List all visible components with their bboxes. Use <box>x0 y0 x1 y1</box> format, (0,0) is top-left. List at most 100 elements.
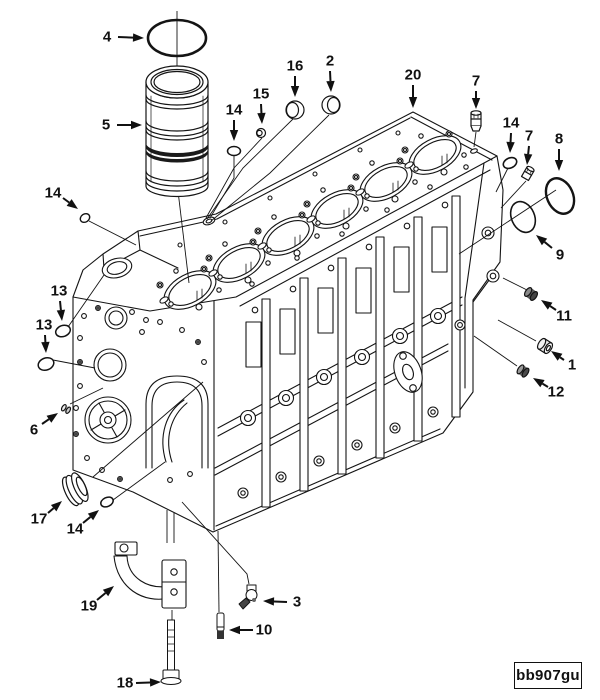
part-o-ring-14-left <box>79 212 91 224</box>
callout-14-top-label[interactable]: 14 <box>226 102 243 119</box>
callout-arrow-shaft <box>559 356 565 361</box>
leader-lines <box>52 11 557 622</box>
part-dowel-10 <box>216 612 225 639</box>
callout-arrow-shaft <box>543 241 553 249</box>
figure-code: bb907gu <box>516 667 580 684</box>
callout-arrow-head <box>229 130 239 141</box>
callout-arrow-shaft <box>117 36 134 39</box>
callout-arrow-head <box>50 501 62 512</box>
part-bolt-18 <box>160 619 182 685</box>
part-cup-plug-15 <box>255 127 267 139</box>
callout-4[interactable]: 4 <box>103 29 144 46</box>
callout-14-left[interactable]: 14 <box>45 185 78 210</box>
deck-far-edge-inner <box>139 117 411 237</box>
callout-10-label[interactable]: 10 <box>256 622 273 639</box>
callout-arrow-shaft <box>82 516 92 524</box>
callout-18-label[interactable]: 18 <box>117 675 134 692</box>
callout-13-lower[interactable]: 13 <box>36 317 53 354</box>
cylinder-bores <box>163 135 462 310</box>
front-opening <box>93 348 127 382</box>
callout-10[interactable]: 10 <box>229 622 272 639</box>
callout-arrow-shaft <box>135 681 151 684</box>
callout-9[interactable]: 9 <box>536 235 564 264</box>
callout-14-top[interactable]: 14 <box>226 102 243 142</box>
callout-13-upper[interactable]: 13 <box>51 283 68 322</box>
callout-2-label[interactable]: 2 <box>326 53 334 70</box>
cam-bore <box>104 306 128 330</box>
callout-6-label[interactable]: 6 <box>30 422 38 439</box>
callout-7-side[interactable]: 7 <box>523 128 533 166</box>
part-plug-12 <box>516 364 530 378</box>
callout-19-label[interactable]: 19 <box>81 598 98 615</box>
part-fitting-3 <box>238 584 258 610</box>
callout-14-bottom[interactable]: 14 <box>67 510 99 538</box>
part-fitting-7-deck <box>470 110 482 132</box>
rear-face-bosses <box>454 226 500 331</box>
part-o-ring-9 <box>509 200 537 234</box>
callout-6[interactable]: 6 <box>30 413 58 439</box>
callout-arrow-head <box>533 378 545 388</box>
figure-code-box: bb907gu <box>514 662 582 689</box>
part-o-ring-4 <box>146 18 208 58</box>
callout-7-deck-label[interactable]: 7 <box>472 73 480 90</box>
callout-arrow-head <box>290 86 300 97</box>
callout-14-left-label[interactable]: 14 <box>45 185 62 202</box>
callout-7-deck[interactable]: 7 <box>471 73 481 110</box>
callout-16[interactable]: 16 <box>287 58 304 98</box>
side-flange <box>393 351 423 393</box>
callout-19[interactable]: 19 <box>81 586 114 615</box>
gear-housing-arch <box>145 375 209 469</box>
callout-8-label[interactable]: 8 <box>555 131 563 148</box>
side-ribs <box>245 195 461 508</box>
callout-11-label[interactable]: 11 <box>556 308 572 325</box>
callout-1-label[interactable]: 1 <box>568 357 576 374</box>
part-cup-plug-17 <box>61 472 89 507</box>
callout-20-label[interactable]: 20 <box>405 67 422 84</box>
callout-2[interactable]: 2 <box>326 53 335 93</box>
callout-16-label[interactable]: 16 <box>287 58 304 75</box>
part-o-ring-14-bottom <box>100 496 114 508</box>
front-face-features <box>84 306 209 469</box>
callout-20[interactable]: 20 <box>405 67 422 109</box>
callout-arrow-head <box>46 413 58 423</box>
callout-14-right-label[interactable]: 14 <box>503 115 520 132</box>
callout-13-upper-label[interactable]: 13 <box>51 283 68 300</box>
callout-arrow-head <box>536 235 548 246</box>
part-o-ring-8 <box>544 177 576 215</box>
callout-18[interactable]: 18 <box>117 675 161 692</box>
callout-arrow-shaft <box>541 382 549 388</box>
callout-arrow-head <box>554 160 564 171</box>
callout-arrow-shaft <box>62 197 70 204</box>
callout-8[interactable]: 8 <box>554 131 564 172</box>
callout-3[interactable]: 3 <box>263 594 301 611</box>
callout-9-label[interactable]: 9 <box>556 247 564 264</box>
bottom-edge-inner <box>215 428 441 527</box>
callout-17-label[interactable]: 17 <box>31 511 48 528</box>
callout-11[interactable]: 11 <box>541 300 572 325</box>
callout-4-label[interactable]: 4 <box>103 29 112 46</box>
callout-arrow-head <box>551 351 563 361</box>
callout-13-lower-label[interactable]: 13 <box>36 317 53 334</box>
callout-15-label[interactable]: 15 <box>253 86 270 103</box>
callout-17[interactable]: 17 <box>31 501 62 528</box>
callout-arrow-head <box>149 678 161 687</box>
callout-1[interactable]: 1 <box>551 351 576 374</box>
callout-3-label[interactable]: 3 <box>293 594 301 611</box>
callout-15[interactable]: 15 <box>253 86 270 125</box>
callout-5-label[interactable]: 5 <box>102 117 110 134</box>
callout-arrow-head <box>87 510 99 521</box>
callout-arrow-shaft <box>273 600 288 603</box>
deck-counterbore <box>101 148 478 279</box>
rear-face-edge <box>464 162 485 299</box>
callout-12[interactable]: 12 <box>533 378 564 401</box>
callout-14-right[interactable]: 14 <box>503 115 520 154</box>
callout-12-label[interactable]: 12 <box>548 384 565 401</box>
callout-arrow-shaft <box>47 507 55 514</box>
part-o-ring-13-lower <box>37 356 55 372</box>
loose-parts <box>37 18 576 685</box>
callout-5[interactable]: 5 <box>102 117 142 134</box>
callout-arrow-head <box>541 300 553 310</box>
part-o-ring-14-right <box>502 156 518 170</box>
callout-7-side-label[interactable]: 7 <box>525 128 533 145</box>
callout-14-bottom-label[interactable]: 14 <box>67 521 84 538</box>
